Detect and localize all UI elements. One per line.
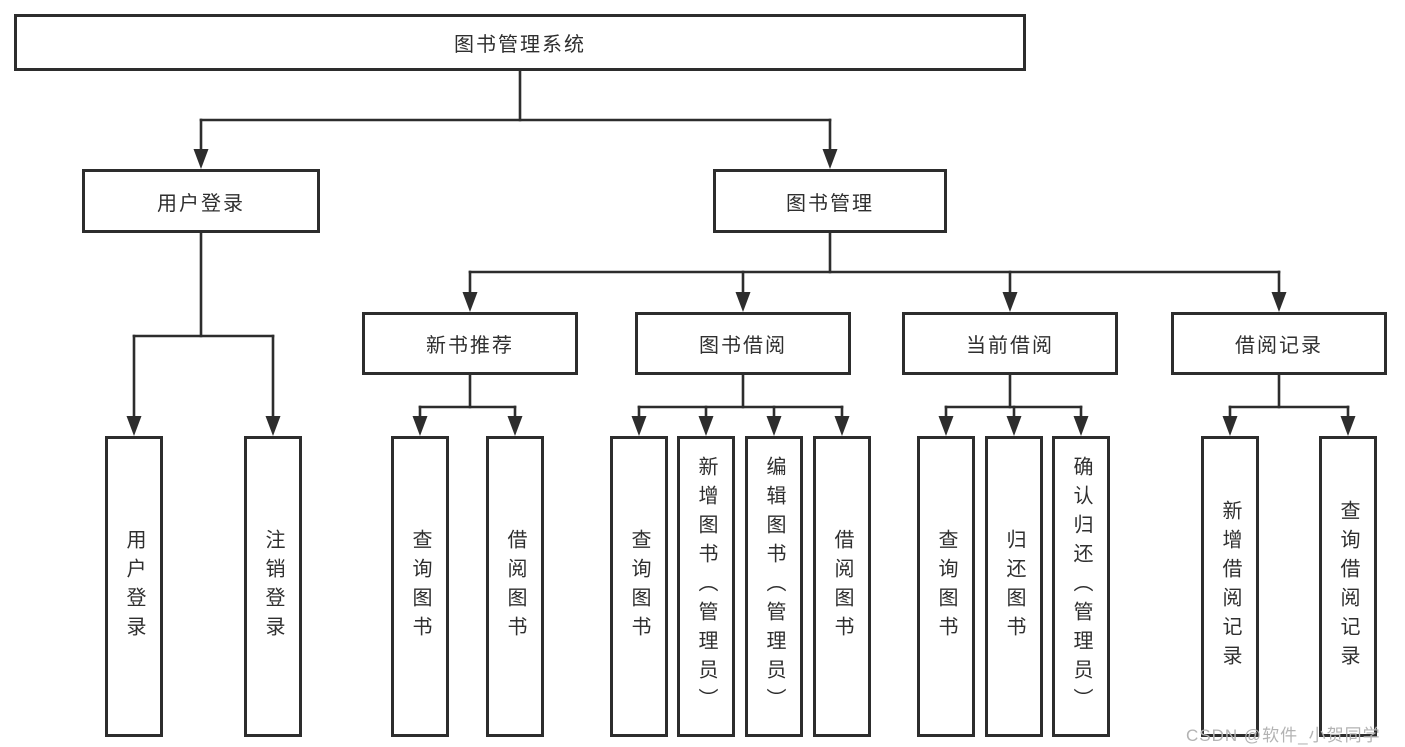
node-label: 注销登录 [262,528,284,645]
node-label: 借阅图书 [831,528,853,645]
node-book-management: 图书管理 [713,169,947,233]
node-label: 查询图书 [935,528,957,645]
leaf-current-query-books: 查询图书 [917,436,975,737]
node-label: 借阅记录 [1235,335,1323,357]
node-label: 图书管理 [786,192,874,215]
node-label: 用户登录 [123,528,145,645]
node-label: 确认归还（管理员） [1070,456,1092,717]
node-label: 图书管理系统 [454,34,586,56]
node-label: 新增借阅记录 [1219,499,1241,674]
leaf-borrow-add-books-admin: 新增图书（管理员） [677,436,735,737]
watermark: CSDN @软件_小贺同学 [1186,726,1381,745]
node-label: 编辑图书（管理员） [763,456,785,717]
leaf-recommend-query-books: 查询图书 [391,436,449,737]
node-label: 查询借阅记录 [1337,499,1359,674]
node-user-login: 用户登录 [82,169,320,233]
leaf-recommend-borrow-books: 借阅图书 [486,436,544,737]
node-current-borrow: 当前借阅 [902,312,1118,375]
leaf-borrow-edit-books-admin: 编辑图书（管理员） [745,436,803,737]
node-label: 新增图书（管理员） [695,456,717,717]
leaf-current-return-books: 归还图书 [985,436,1043,737]
node-label: 查询图书 [409,528,431,645]
node-library-management-system: 图书管理系统 [14,14,1026,71]
node-new-book-recommend: 新书推荐 [362,312,578,375]
node-label: 用户登录 [157,192,245,215]
leaf-records-query-record: 查询借阅记录 [1319,436,1377,737]
node-label: 归还图书 [1003,528,1025,645]
node-book-borrow: 图书借阅 [635,312,851,375]
node-label: 借阅图书 [504,528,526,645]
node-borrow-records: 借阅记录 [1171,312,1387,375]
leaf-borrow-query-books: 查询图书 [610,436,668,737]
leaf-logout: 注销登录 [244,436,302,737]
leaf-borrow-borrow-books: 借阅图书 [813,436,871,737]
node-label: 查询图书 [628,528,650,645]
leaf-records-add-record: 新增借阅记录 [1201,436,1259,737]
leaf-user-login: 用户登录 [105,436,163,737]
node-label: 新书推荐 [426,335,514,357]
leaf-current-confirm-return-admin: 确认归还（管理员） [1052,436,1110,737]
node-label: 图书借阅 [699,335,787,357]
node-label: 当前借阅 [966,335,1054,357]
